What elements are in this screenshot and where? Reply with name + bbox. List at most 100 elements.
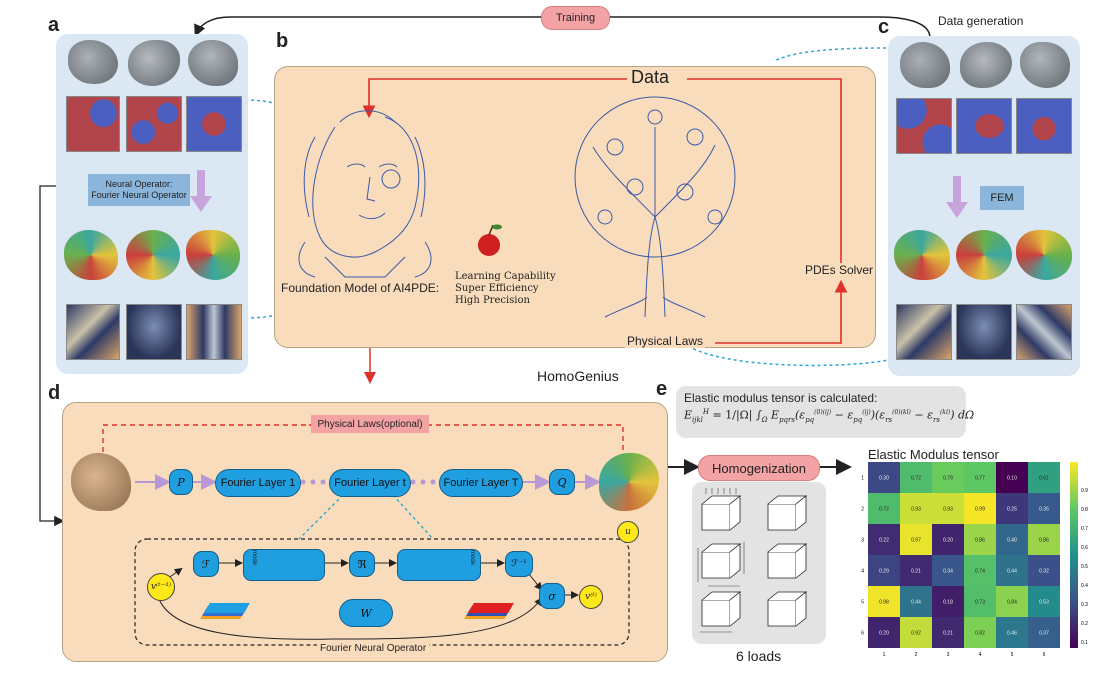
heatmap-cell	[964, 524, 996, 555]
fem-box: FEM	[980, 186, 1024, 210]
heatmap-cell-label: 0.79	[943, 476, 953, 482]
v-output: v⁽ᵗ⁾	[579, 585, 603, 609]
data-label: Data	[627, 67, 674, 88]
p-operator: P	[169, 469, 193, 495]
panel-c: FEM	[888, 36, 1080, 376]
input-structure-icon	[71, 453, 131, 511]
colorbar-tick-label: 0.5	[1081, 564, 1088, 570]
load-cube-icon	[767, 495, 808, 531]
v-output-label: v⁽ᵗ⁾	[585, 592, 597, 602]
structure-prediction-icon	[64, 230, 118, 280]
heatmap-cell-label: 0.82	[975, 631, 985, 637]
heatmap-cell	[964, 617, 996, 648]
heatmap-cell	[1028, 524, 1060, 555]
phase-field-tile	[126, 96, 182, 152]
heatmap-cell	[932, 524, 964, 555]
panel-d: Physical Laws(optional) P Fourier Layer …	[62, 402, 668, 662]
foundation-model-label: Foundation Model of AI4PDE:	[281, 281, 440, 295]
heatmap-cell-label: 0.44	[911, 600, 921, 606]
fourier-transform-label: ℱ	[201, 557, 211, 571]
sigma-label: σ	[548, 589, 556, 603]
heatmap-cell-label: 0.22	[879, 538, 889, 544]
homogenization-badge: Homogenization	[698, 455, 820, 481]
heatmap-cell-label: 0.44	[1007, 569, 1017, 575]
heatmap-cell	[900, 462, 932, 493]
heatmap-cell-label: 0.86	[1039, 538, 1049, 544]
panel-letter-e: e	[656, 378, 668, 400]
structure-prediction-icon	[186, 230, 240, 280]
mode-label-left: mode	[251, 550, 257, 565]
six-loads-label: 6 loads	[736, 648, 782, 664]
heatmap-cell	[900, 524, 932, 555]
heatmap-cell-label: 0.35	[1039, 507, 1049, 513]
heatmap-cell-label: 0.99	[975, 507, 985, 513]
heatmap-cell-label: 0.32	[1039, 569, 1049, 575]
heatmap-cell-label: 0.40	[1007, 538, 1017, 544]
heatmap-cell-label: 0.21	[943, 631, 953, 637]
heatmap-cell	[932, 493, 964, 524]
heatmap-cell-label: 0.92	[911, 631, 921, 637]
colorbar	[1070, 462, 1078, 648]
y-tick-label: 5	[861, 600, 864, 606]
homogenization-label: Homogenization	[712, 460, 806, 476]
stress-field-tile	[1016, 304, 1072, 360]
apple-icon	[478, 224, 502, 256]
heatmap-cell-label: 0.61	[1039, 476, 1049, 482]
phase-field-tile	[956, 98, 1012, 154]
portrait-icon	[298, 110, 432, 278]
panel-letter-d: d	[48, 382, 61, 404]
panel-a: Neural Operator: Fourier Neural Operator	[56, 34, 248, 374]
y-tick-label: 6	[861, 631, 864, 637]
neural-operator-box: Neural Operator: Fourier Neural Operator	[88, 174, 190, 206]
x-tick-label: 5	[1011, 652, 1014, 658]
heatmap-cell	[996, 617, 1028, 648]
load-cube-icon	[701, 495, 742, 531]
mode-label: mode	[251, 550, 257, 566]
structure-icon	[188, 40, 238, 86]
fno-caption: Fourier Neural Operator	[317, 643, 430, 654]
stress-field-tile	[126, 304, 182, 360]
heatmap-cell	[964, 462, 996, 493]
w-operator: W	[339, 599, 393, 627]
stress-field-tile	[956, 304, 1012, 360]
heatmap-cell	[1028, 462, 1060, 493]
feature-stack-icon	[200, 599, 253, 623]
heatmap-cell	[964, 586, 996, 617]
mode-label: mode	[469, 550, 475, 566]
y-tick-label: 2	[861, 507, 864, 513]
x-tick-label: 6	[1043, 652, 1046, 658]
panel-letter-c: c	[878, 16, 890, 38]
heatmap-cell	[868, 617, 900, 648]
heatmap-cell-label: 0.20	[879, 631, 889, 637]
heatmap-cell	[996, 555, 1028, 586]
colorbar-tick-label: 0.8	[1081, 507, 1088, 513]
structure-icon	[900, 42, 950, 88]
panel-b: Data Foundation Model of AI4PDE: Learnin…	[274, 66, 876, 348]
heatmap-cell-label: 0.86	[975, 538, 985, 544]
sigma-activation: σ	[539, 583, 565, 609]
fourier-layer-t: Fourier Layer t	[329, 469, 411, 497]
heatmap-cell	[996, 462, 1028, 493]
heatmap-cell-label: 0.93	[943, 507, 953, 513]
heatmap-cell-label: 0.72	[911, 476, 921, 482]
neural-operator-label: Neural Operator: Fourier Neural Operator	[91, 179, 187, 200]
heatmap-cell	[932, 555, 964, 586]
colorbar-tick-label: 0.2	[1081, 621, 1088, 627]
capability-item: High Precision	[455, 295, 530, 306]
q-operator: Q	[549, 469, 575, 495]
load-cubes	[697, 488, 808, 633]
heatmap-cell	[868, 524, 900, 555]
heatmap-cell-label: 0.30	[879, 476, 889, 482]
heatmap-cell-label: 0.77	[975, 476, 985, 482]
structure-prediction-icon	[1016, 230, 1072, 280]
pdes-solver-label: PDEs Solver	[805, 263, 874, 277]
structure-prediction-icon	[956, 230, 1012, 280]
feature-stack-icon	[464, 599, 517, 623]
heatmap-cell	[932, 586, 964, 617]
heatmap-cell	[868, 555, 900, 586]
x-tick-label: 4	[979, 652, 982, 658]
heatmap-cell-label: 0.10	[1007, 476, 1017, 482]
load-cube-icon	[701, 591, 742, 627]
fourier-layer-1-label: Fourier Layer 1	[220, 477, 296, 489]
